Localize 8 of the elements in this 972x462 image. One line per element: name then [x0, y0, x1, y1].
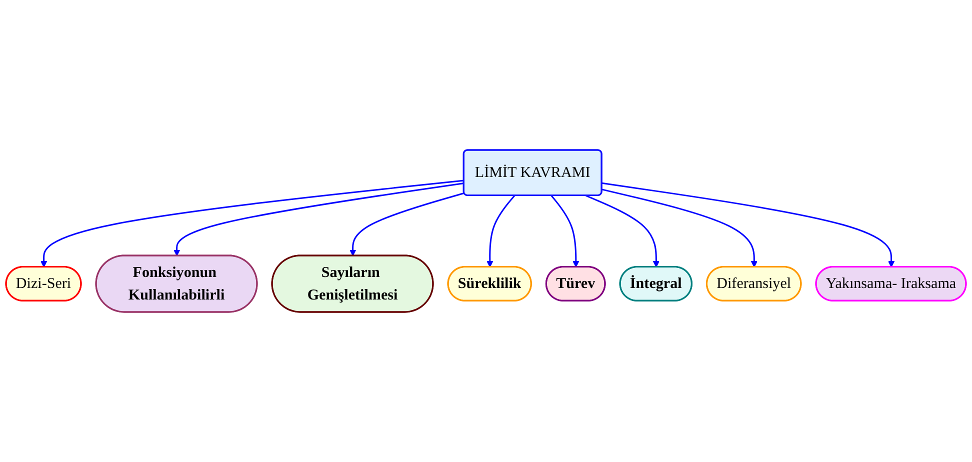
- arrow: [174, 182, 464, 256]
- arrow: [602, 188, 758, 268]
- arrow: [586, 194, 660, 268]
- arrow: [350, 192, 464, 256]
- arrow: [486, 195, 516, 268]
- arrow: [602, 182, 895, 268]
- arrow: [40, 180, 464, 268]
- arrow: [550, 195, 580, 268]
